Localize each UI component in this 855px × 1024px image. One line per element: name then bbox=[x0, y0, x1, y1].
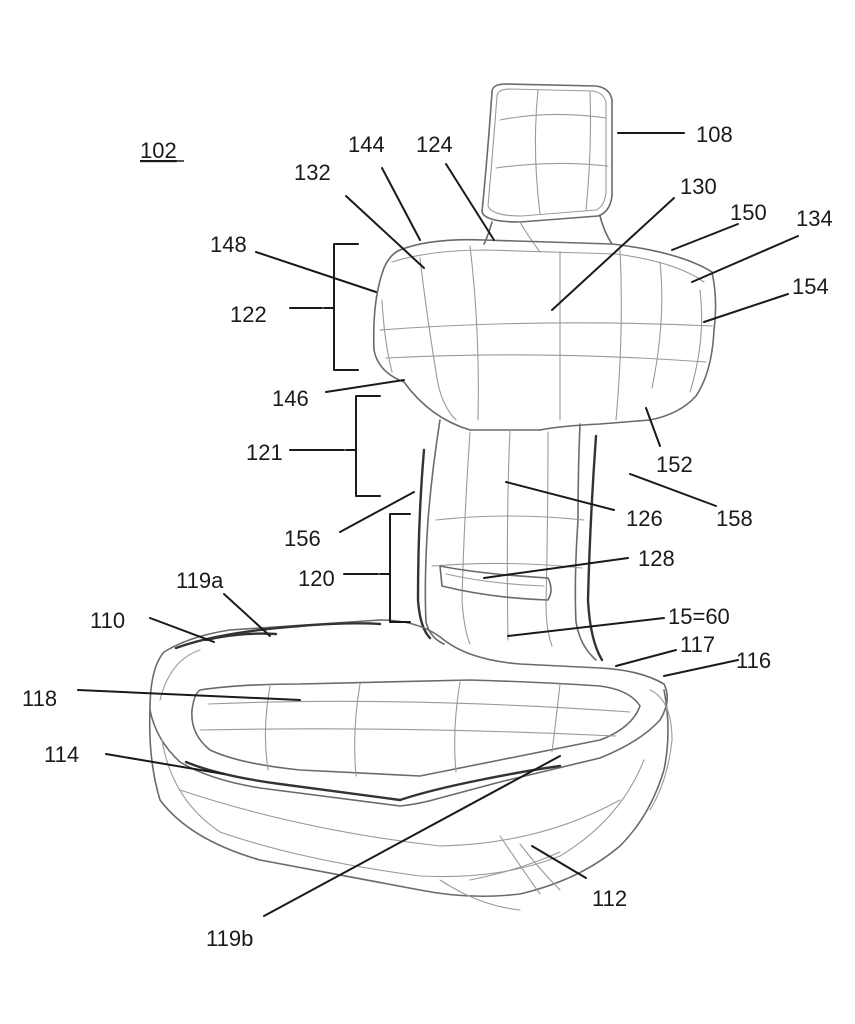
label-110: 110 bbox=[90, 608, 125, 633]
bracket-122 bbox=[323, 243, 359, 371]
label-156: 156 bbox=[284, 526, 321, 551]
label-126: 126 bbox=[626, 506, 663, 531]
label-132: 132 bbox=[294, 160, 331, 185]
leader-lines bbox=[77, 132, 799, 917]
label-130: 130 bbox=[680, 174, 717, 199]
label-146: 146 bbox=[272, 386, 309, 411]
label-112: 112 bbox=[592, 886, 627, 911]
label-120: 120 bbox=[298, 566, 335, 591]
headrest-sketch bbox=[481, 83, 613, 253]
label-122: 122 bbox=[230, 302, 267, 327]
label-144: 144 bbox=[348, 132, 385, 157]
label-117: 117 bbox=[680, 632, 715, 657]
label-114: 114 bbox=[44, 742, 79, 767]
label-128: 128 bbox=[638, 546, 675, 571]
label-102: 102 bbox=[140, 138, 177, 163]
brackets bbox=[323, 243, 411, 623]
label-108: 108 bbox=[696, 122, 733, 147]
bracket-121 bbox=[345, 395, 381, 497]
label-118: 118 bbox=[22, 686, 57, 711]
label-148: 148 bbox=[210, 232, 247, 257]
label-119a: 119a bbox=[176, 568, 224, 593]
label-150: 150 bbox=[730, 200, 767, 225]
label-15-60: 15=60 bbox=[668, 604, 730, 629]
label-121: 121 bbox=[246, 440, 283, 465]
label-124: 124 bbox=[416, 132, 453, 157]
label-158: 158 bbox=[716, 506, 753, 531]
seat-cushion-sketch bbox=[148, 619, 673, 911]
label-134: 134 bbox=[796, 206, 833, 231]
lower-backrest-sketch bbox=[416, 419, 604, 662]
reference-labels: 102 108 144 124 132 130 150 134 148 154 … bbox=[22, 122, 833, 951]
label-119b: 119b bbox=[206, 926, 253, 951]
upper-backrest-sketch bbox=[372, 238, 717, 431]
label-154: 154 bbox=[792, 274, 829, 299]
label-152: 152 bbox=[656, 452, 693, 477]
label-116: 116 bbox=[736, 648, 771, 673]
bracket-120 bbox=[379, 513, 411, 623]
